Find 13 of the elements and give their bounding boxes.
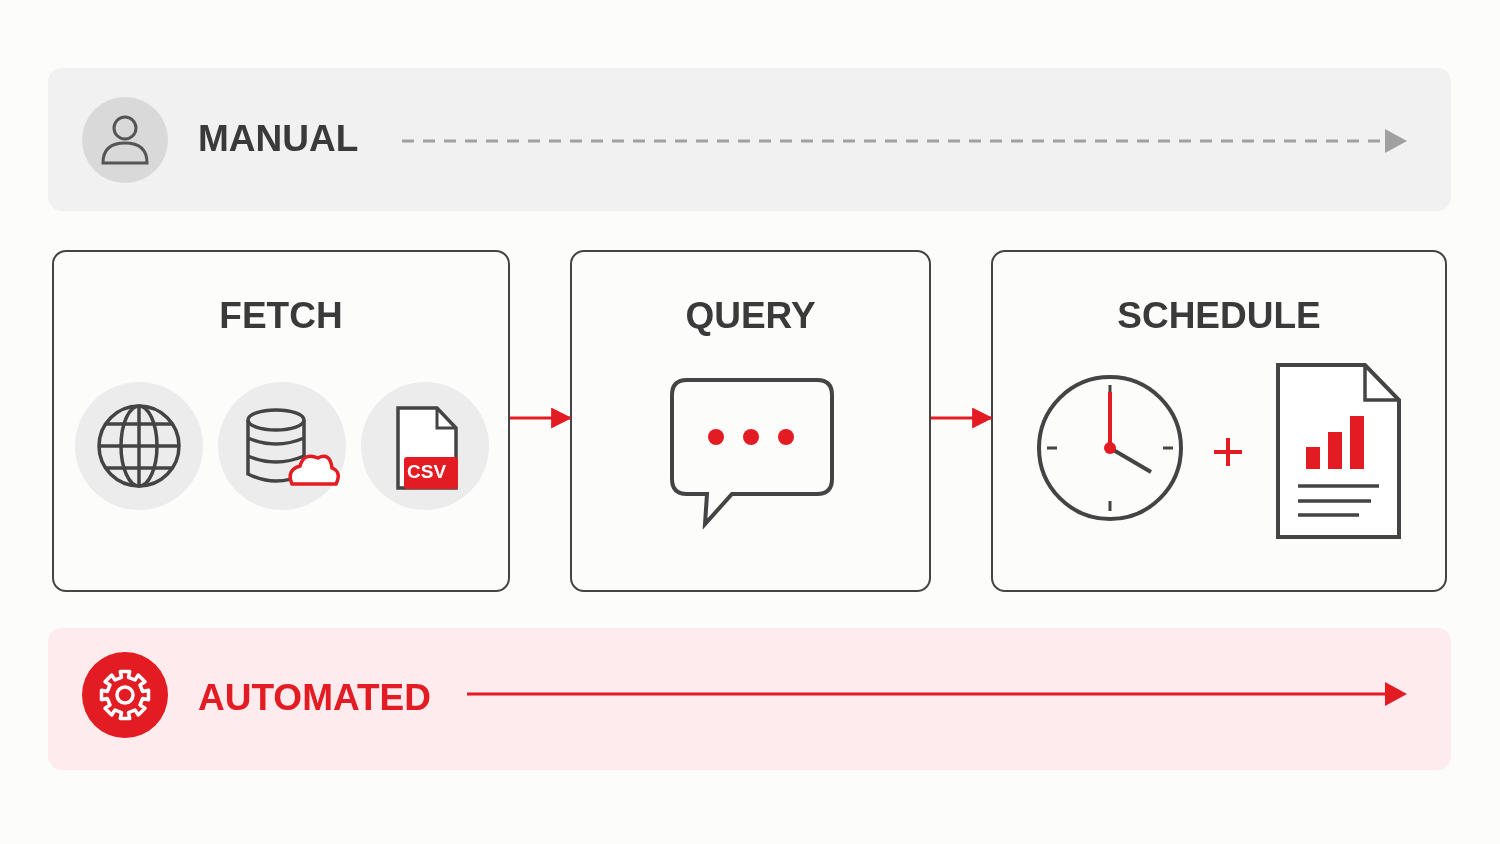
step-heading: FETCH <box>218 296 344 336</box>
step-box <box>52 250 510 592</box>
file-type-label: CSV <box>407 461 447 483</box>
lane-band <box>48 68 1451 211</box>
lane-label: MANUAL <box>198 118 359 159</box>
arrow <box>510 407 573 429</box>
lane-label: AUTOMATED <box>198 678 431 718</box>
lane-band <box>48 628 1451 770</box>
step-heading: QUERY <box>684 296 817 336</box>
step-box <box>570 250 931 592</box>
arrow <box>931 407 994 429</box>
step-box <box>991 250 1447 592</box>
step-heading: SCHEDULE <box>1116 296 1322 336</box>
